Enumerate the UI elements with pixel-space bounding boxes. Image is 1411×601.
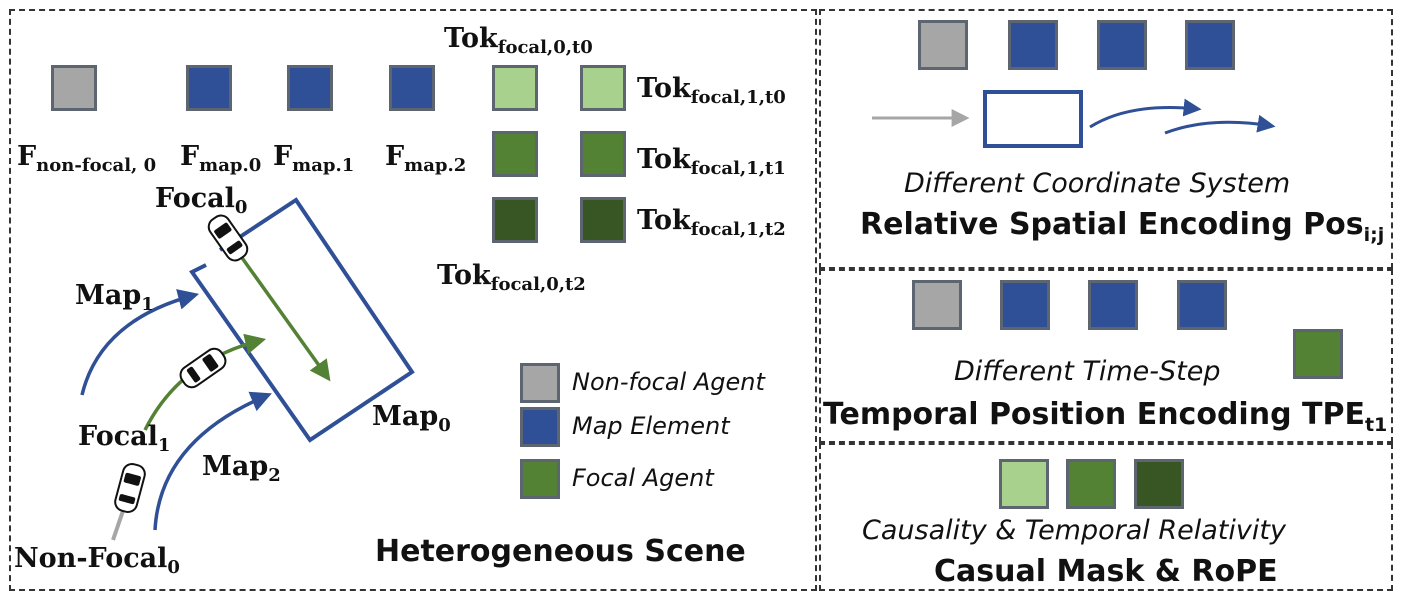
temporal-panel [819, 269, 1393, 443]
label-f-map0: Fmap.0 [180, 141, 262, 176]
token-square-f1-t2 [580, 197, 626, 243]
label-map2: Map2 [202, 451, 281, 486]
spatial-frame-box [983, 90, 1083, 148]
spatial-caption: Different Coordinate System [904, 168, 1291, 199]
car-focal1-icon [179, 347, 227, 389]
car-focal0-icon [207, 214, 249, 262]
spatial-square-map-2 [1097, 20, 1147, 70]
label-map0: Map0 [372, 401, 451, 436]
legend-swatch-map [520, 407, 560, 447]
focal0-path [238, 253, 331, 382]
temporal-square-map-1 [1000, 280, 1050, 330]
causal-square-t0 [999, 459, 1049, 509]
car-nonfocal0-icon [114, 462, 146, 514]
temporal-square-focal [1293, 329, 1343, 379]
token-square-f1-t1 [580, 131, 626, 177]
causal-title: Casual Mask & RoPE [934, 554, 1278, 589]
spatial-title: Relative Spatial Encoding Posi;j [860, 207, 1385, 246]
temporal-caption: Different Time-Step [954, 356, 1221, 387]
feature-square-map0 [186, 65, 232, 111]
legend-swatch-nonfocal [520, 363, 560, 403]
label-nonfocal0: Non-Focal0 [14, 543, 180, 578]
label-tok-f1-t0: Tokfocal,1,t0 [637, 73, 786, 108]
label-f-nonfocal: Fnon-focal, 0 [17, 141, 157, 176]
token-square-f0-t1 [492, 131, 538, 177]
spatial-panel [819, 9, 1393, 269]
token-square-f0-t2 [492, 197, 538, 243]
temporal-square-map-2 [1088, 280, 1138, 330]
temporal-title: Temporal Position Encoding TPEt1 [823, 397, 1388, 436]
spatial-square-map-1 [1008, 20, 1058, 70]
label-tok-f1-t1: Tokfocal,1,t1 [637, 144, 786, 179]
label-tok-f1-t2: Tokfocal,1,t2 [637, 205, 786, 240]
spatial-square-gray [918, 20, 968, 70]
temporal-square-gray [912, 280, 962, 330]
feature-square-map2 [389, 65, 435, 111]
token-square-f1-t0 [580, 65, 626, 111]
label-f-map1: Fmap.1 [273, 141, 355, 176]
label-tok-f0-t2: Tokfocal,0,t2 [437, 260, 586, 295]
spatial-curve-arrow-1 [1089, 98, 1202, 129]
spatial-square-map-3 [1185, 20, 1235, 70]
token-square-f0-t0 [492, 65, 538, 111]
causal-panel [819, 443, 1393, 591]
causal-square-t1 [1066, 459, 1116, 509]
causal-square-t2 [1134, 459, 1184, 509]
label-focal0: Focal0 [155, 183, 248, 218]
label-focal1: Focal1 [78, 421, 171, 456]
label-f-map2: Fmap.2 [385, 141, 467, 176]
map2-arrow [153, 391, 272, 531]
map1-arrow [80, 289, 200, 396]
legend-label-nonfocal: Non-focal Agent [572, 368, 765, 396]
map0-lane [189, 197, 415, 443]
feature-square-map1 [287, 65, 333, 111]
legend-swatch-focal [520, 459, 560, 499]
label-tok-f0-t0: Tokfocal,0,t0 [444, 23, 593, 58]
temporal-square-map-3 [1177, 280, 1227, 330]
scene-title: Heterogeneous Scene [375, 534, 746, 569]
spatial-curve-arrow-2 [1164, 114, 1276, 135]
legend-label-focal: Focal Agent [572, 464, 714, 492]
legend-label-map: Map Element [572, 412, 730, 440]
feature-square-nonfocal [51, 65, 97, 111]
scene-panel [9, 9, 817, 591]
label-map1: Map1 [75, 280, 154, 315]
causal-caption: Causality & Temporal Relativity [862, 515, 1286, 546]
